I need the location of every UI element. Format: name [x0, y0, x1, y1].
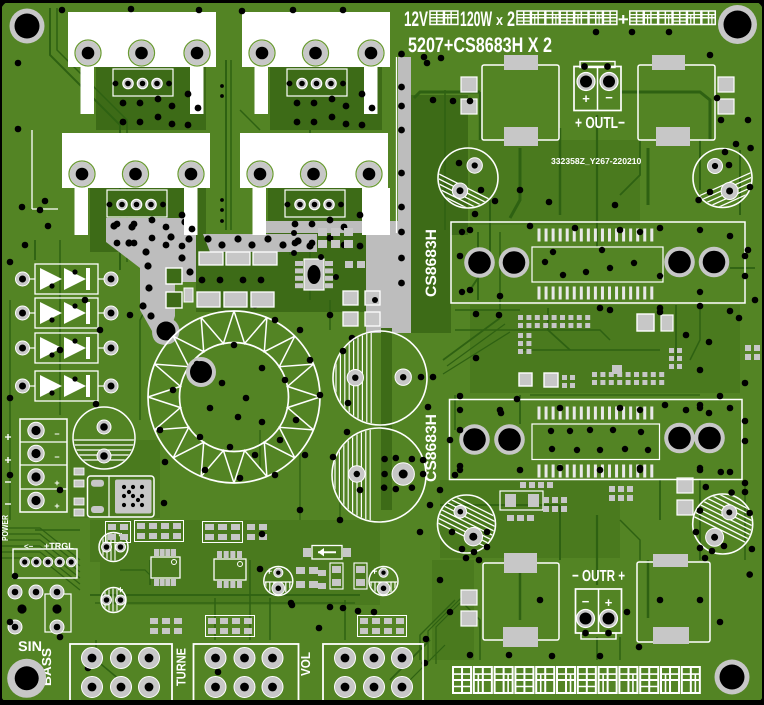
- svg-text:−: −: [582, 594, 590, 609]
- svg-text:− OUTR +: − OUTR +: [572, 568, 625, 585]
- svg-text:332358Z_Y267-220210: 332358Z_Y267-220210: [551, 156, 642, 166]
- svg-text:+: +: [117, 585, 123, 596]
- svg-text:+: +: [618, 10, 629, 29]
- svg-text:+: +: [605, 595, 613, 610]
- svg-text:12V: 12V: [404, 8, 428, 31]
- svg-text:−: −: [4, 497, 11, 511]
- svg-text:+: +: [372, 566, 378, 577]
- svg-text:x: x: [496, 12, 504, 29]
- svg-text:−: −: [54, 452, 59, 462]
- svg-text:SIN: SIN: [18, 638, 42, 654]
- svg-text:+: +: [4, 430, 11, 444]
- svg-text:<−: <−: [24, 542, 34, 551]
- svg-text:−: −: [4, 475, 11, 489]
- svg-text:120W: 120W: [460, 8, 492, 31]
- svg-text:+: +: [582, 91, 590, 106]
- svg-text:+ OUTL−: + OUTL−: [575, 115, 625, 132]
- svg-text:VOL: VOL: [298, 652, 313, 676]
- svg-text:POWER: POWER: [0, 515, 10, 541]
- svg-text:+: +: [54, 501, 59, 511]
- svg-text:TURNE: TURNE: [173, 648, 188, 686]
- svg-text:+: +: [266, 566, 272, 577]
- svg-text:+: +: [54, 478, 59, 488]
- svg-text:+: +: [4, 453, 11, 467]
- svg-text:CS8683H: CS8683H: [423, 229, 440, 297]
- svg-text:2: 2: [507, 8, 515, 31]
- svg-text:−: −: [605, 90, 613, 105]
- svg-text:5207+CS8683H X 2: 5207+CS8683H X 2: [408, 34, 552, 57]
- svg-text:−: −: [54, 429, 59, 439]
- svg-text:CS8683H: CS8683H: [423, 414, 440, 482]
- svg-text:+TRGL: +TRGL: [44, 541, 74, 551]
